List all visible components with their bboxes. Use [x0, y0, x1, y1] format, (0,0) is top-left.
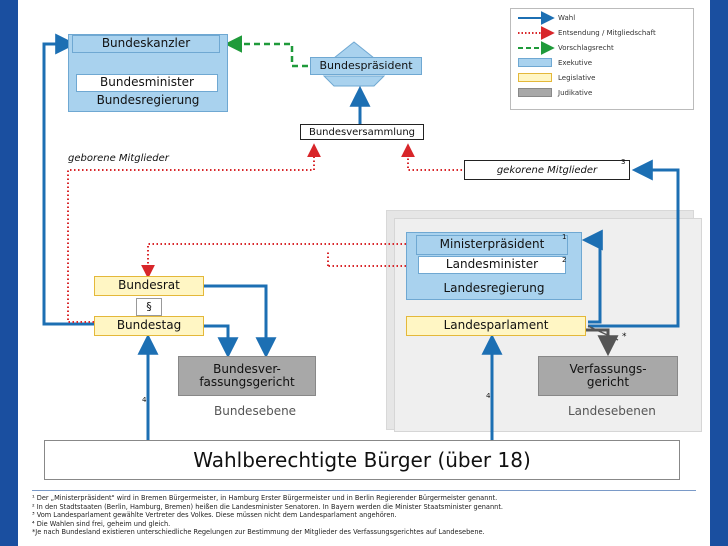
- bundesverfassungsgericht-box: Bundesver- fassungsgericht: [178, 356, 316, 396]
- footnote-separator: [32, 490, 696, 491]
- bundespraesident-base: [322, 75, 386, 87]
- gekorene-mitglieder-box: gekorene Mitglieder: [464, 160, 630, 180]
- bundestag-label: Bundestag: [116, 318, 182, 333]
- footnote-2: ² In den Stadtstaaten (Berlin, Hamburg, …: [32, 502, 504, 511]
- footnote-1: ¹ Der „Ministerpräsident" wird in Bremen…: [32, 494, 498, 502]
- landesebene-fn-marker: 4: [486, 392, 491, 400]
- legend-wahl-label: Wahl: [558, 14, 576, 22]
- gekorene-footnote-marker: 3: [621, 158, 626, 166]
- landesverfassungsgericht-box: Verfassungs- gericht: [538, 356, 678, 396]
- footnote-3: ³ Vom Landesparlament gewählte Vertreter…: [32, 511, 397, 520]
- paragraph-label: §: [146, 299, 152, 313]
- landesgericht-star-marker: *: [622, 332, 627, 342]
- landesverfassungsgericht-line1: Verfassungs-: [569, 361, 647, 376]
- legend-judikative-swatch: [518, 88, 552, 97]
- paragraph-box: §: [136, 298, 162, 316]
- bundespraesident-label: Bundespräsident: [319, 58, 413, 72]
- landesregierung-label: Landesregierung: [443, 280, 545, 295]
- legend-vorschlag-label: Vorschlagsrecht: [558, 44, 614, 52]
- buerger-box: Wahlberechtigte Bürger (über 18): [44, 440, 680, 480]
- bundesrat-box: Bundesrat: [94, 276, 204, 296]
- legend-legislative-swatch: [518, 73, 552, 82]
- bundesminister-box: Bundesminister: [76, 74, 218, 92]
- bundesminister-label: Bundesminister: [100, 75, 194, 90]
- legend-judikative-label: Judikative: [558, 89, 593, 97]
- bundespraesident-box: Bundespräsident: [310, 57, 422, 75]
- footnotes: ¹ Der „Ministerpräsident" wird in Bremen…: [32, 494, 702, 537]
- bundesrat-label: Bundesrat: [118, 278, 180, 293]
- bundesverfassungsgericht-line2: fassungsgericht: [199, 375, 295, 389]
- gekorene-mitglieder-label: gekorene Mitglieder: [496, 164, 598, 176]
- buerger-label: Wahlberechtigte Bürger (über 18): [193, 448, 531, 472]
- landesparlament-box: Landesparlament: [406, 316, 586, 336]
- slide: Wahl Entsendung / Mitgliedschaft Vorschl…: [18, 0, 710, 546]
- bundesebene-label: Bundesebene: [214, 404, 297, 418]
- legend-exekutive-swatch: [518, 58, 552, 67]
- bundesregierung-label: Bundesregierung: [96, 92, 200, 107]
- bundeskanzler-label: Bundeskanzler: [101, 36, 191, 51]
- ministerpraesident-box: Ministerpräsident: [416, 235, 568, 255]
- footnote-4: ⁴ Die Wahlen sind frei, geheim und gleic…: [32, 519, 171, 528]
- landesminister-box: Landesminister: [418, 256, 566, 274]
- bundesverfassungsgericht-line1: Bundesver-: [213, 361, 281, 376]
- footnote-5: *Je nach Bundesland existieren unterschi…: [32, 528, 485, 537]
- landesparlament-label: Landesparlament: [443, 318, 549, 333]
- landesminister-fn-marker: 2: [562, 256, 567, 264]
- ministerpraesident-label: Ministerpräsident: [439, 237, 545, 252]
- legend-entsendung-label: Entsendung / Mitgliedschaft: [558, 29, 656, 37]
- legend-legislative-label: Legislative: [558, 74, 596, 82]
- bundespraesident-roof: [332, 41, 376, 59]
- landesminister-label: Landesminister: [445, 257, 539, 272]
- bundesebene-fn-marker: 4: [142, 396, 147, 404]
- geborene-mitglieder-label: geborene Mitglieder: [68, 153, 169, 164]
- bundesversammlung-box: Bundesversammlung: [300, 124, 424, 140]
- legend-exekutive-label: Exekutive: [558, 59, 593, 67]
- bundestag-box: Bundestag: [94, 316, 204, 336]
- landesebenen-label: Landesebenen: [568, 404, 656, 418]
- bundeskanzler-box: Bundeskanzler: [72, 35, 220, 53]
- ministerpraesident-fn-marker: 1: [562, 233, 567, 241]
- bundesversammlung-label: Bundesversammlung: [308, 126, 416, 138]
- landesverfassungsgericht-line2: gericht: [586, 375, 630, 389]
